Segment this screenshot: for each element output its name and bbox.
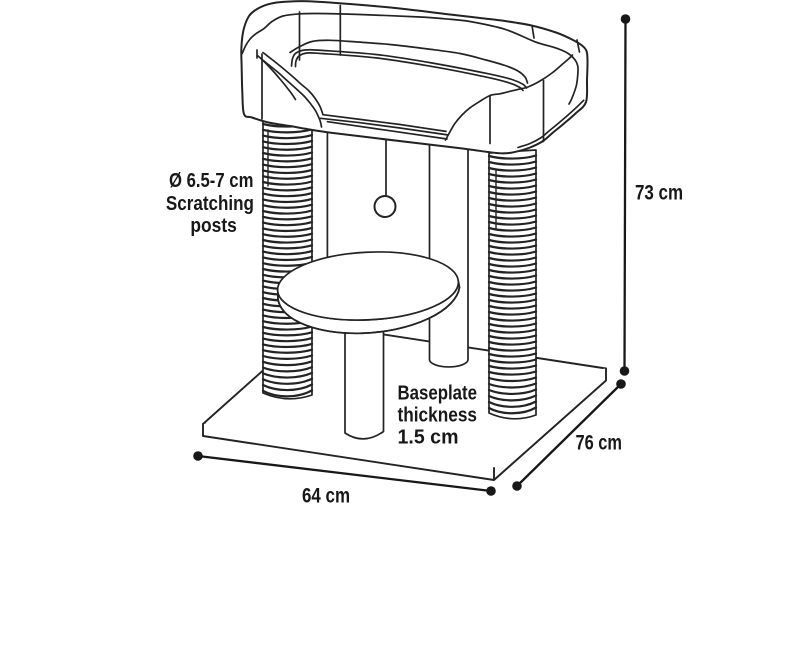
svg-text:Ø 6.5-7 cm: Ø 6.5-7 cm (169, 169, 254, 192)
svg-text:Scratching: Scratching (166, 192, 254, 215)
svg-text:posts: posts (190, 214, 236, 237)
svg-text:1.5 cm: 1.5 cm (398, 426, 459, 449)
svg-text:thickness: thickness (398, 404, 478, 427)
svg-text:64 cm: 64 cm (302, 484, 350, 507)
svg-text:76 cm: 76 cm (576, 432, 623, 455)
svg-text:73 cm: 73 cm (635, 181, 683, 204)
svg-text:Baseplate: Baseplate (398, 381, 478, 404)
